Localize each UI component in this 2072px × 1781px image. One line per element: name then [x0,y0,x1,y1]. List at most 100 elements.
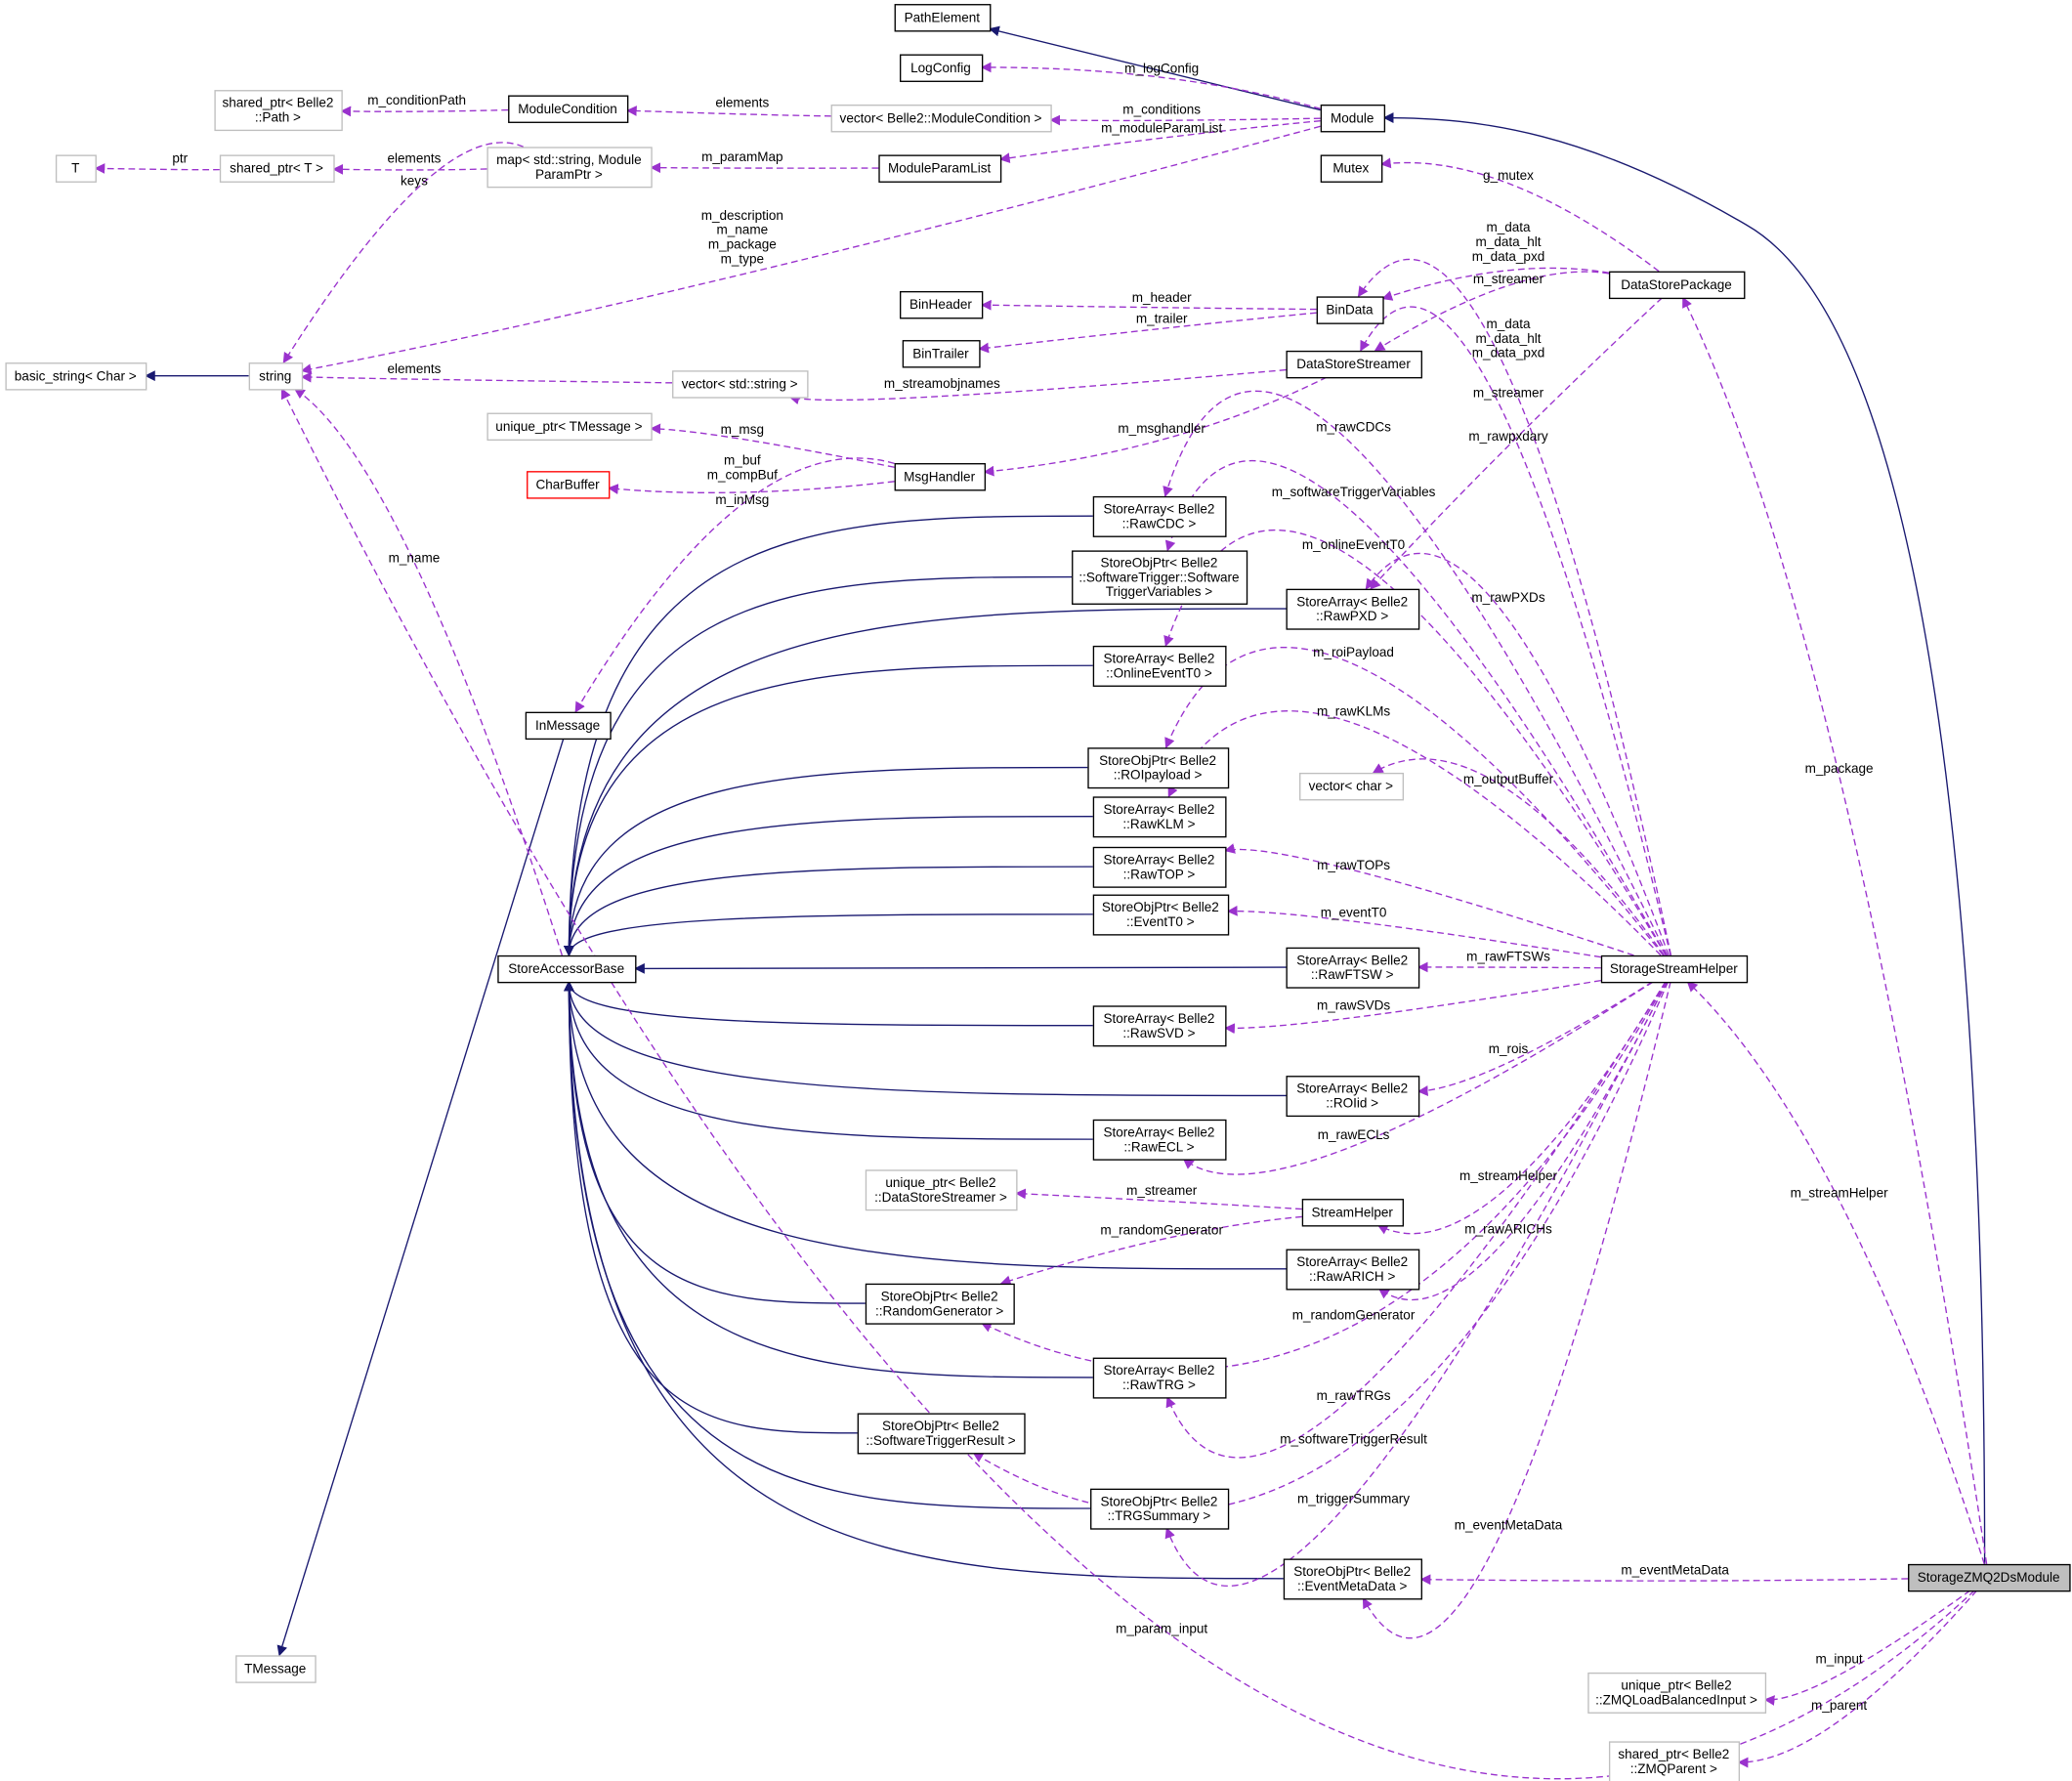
edge-label: m_eventT0 [1321,906,1387,920]
class-node-basic-string[interactable]: basic_string< Char > [5,362,148,391]
class-node-mutex[interactable]: Mutex [1320,154,1383,183]
node-label: StoreArray< Belle2 [1103,802,1214,817]
edge-data-store-package-to-bin-data [1381,267,1610,301]
node-label: StoreArray< Belle2 [1103,502,1214,517]
class-node-raw-trg[interactable]: StoreArray< Belle2::RawTRG > [1092,1357,1227,1399]
class-node-sp-path[interactable]: shared_ptr< Belle2::Path > [214,90,343,132]
edge-label: m_rawSVDs [1317,997,1390,1012]
class-node-module-param-list[interactable]: ModuleParamList [878,154,1002,183]
edge-event-t0-to-store-accessor-base [564,913,1093,956]
edge-storage-stream-helper-to-roipayload [1164,647,1665,956]
node-label: StoreArray< Belle2 [1103,1011,1214,1026]
node-box [235,1655,317,1683]
edge-storage-stream-helper-to-raw-pxd [1365,552,1670,956]
node-box [1286,1076,1420,1118]
node-label: ::ROIpayload > [1114,768,1203,783]
class-node-msg-handler[interactable]: MsgHandler [894,463,987,491]
class-node-vec-char[interactable]: vector< char > [1299,772,1405,801]
class-node-z[interactable]: StorageZMQ2DsModule [1908,1563,2071,1592]
node-label: DataStorePackage [1621,277,1732,292]
class-node-raw-ecl[interactable]: StoreArray< Belle2::RawECL > [1092,1119,1227,1161]
edge-label: m_roiPayload [1313,645,1394,659]
class-node-up-dss[interactable]: unique_ptr< Belle2::DataStoreStreamer > [865,1169,1018,1211]
node-label: StoreObjPtr< Belle2 [1102,900,1219,914]
class-node-string[interactable]: string [248,362,304,391]
edge-storage-stream-helper-to-raw-klm [1167,710,1662,956]
class-node-in-message[interactable]: InMessage [525,711,612,741]
edge-raw-klm-to-store-accessor-base [564,815,1093,956]
class-node-t[interactable]: T [55,154,97,183]
class-node-vec-mod-cond[interactable]: vector< Belle2::ModuleCondition > [830,104,1052,133]
node-label: ParamPtr > [535,167,603,182]
class-node-stresult[interactable]: StoreObjPtr< Belle2::SoftwareTriggerResu… [857,1413,1026,1455]
class-node-event-t0[interactable]: StoreObjPtr< Belle2::EventT0 > [1092,894,1230,936]
class-node-raw-cdc[interactable]: StoreArray< Belle2::RawCDC > [1092,495,1227,537]
class-node-raw-svd[interactable]: StoreArray< Belle2::RawSVD > [1092,1005,1227,1047]
edge-storage-stream-helper-to-raw-cdc [1163,390,1669,956]
class-node-data-store-package[interactable]: DataStorePackage [1608,271,1746,300]
edge-raw-top-to-store-accessor-base [564,866,1093,956]
class-node-roiid[interactable]: StoreArray< Belle2::ROIid > [1286,1076,1420,1118]
edge-random-generator-to-store-accessor-base [563,980,866,1304]
node-box [1299,772,1405,801]
class-node-module-condition[interactable]: ModuleCondition [508,95,629,123]
edge-bin-data-to-bin-header [980,299,1317,311]
class-node-event-meta-data[interactable]: StoreObjPtr< Belle2::EventMetaData > [1283,1558,1422,1600]
class-node-path-element[interactable]: PathElement [894,4,992,32]
class-node-roipayload[interactable]: StoreObjPtr< Belle2::ROIpayload > [1087,747,1230,789]
class-node-tmessage[interactable]: TMessage [235,1655,317,1683]
node-box [1092,495,1227,537]
class-node-vec-string[interactable]: vector< std::string > [672,370,809,399]
node-box [497,954,637,984]
edge-module-to-module-param-list [998,119,1321,164]
class-node-sp-t[interactable]: shared_ptr< T > [219,154,335,183]
node-box [894,4,992,32]
node-label: basic_string< Char > [15,368,137,383]
edge-module-to-string [300,125,1321,375]
edge-online-event-t0-to-store-accessor-base [563,664,1093,956]
class-node-sp-zmqparent[interactable]: shared_ptr< Belle2::ZMQParent > [1608,1741,1741,1781]
class-node-online-event-t0[interactable]: StoreArray< Belle2::OnlineEventT0 > [1092,645,1227,687]
class-node-stvars[interactable]: StoreObjPtr< Belle2::SoftwareTrigger::So… [1072,550,1248,605]
edge-raw-svd-to-store-accessor-base [564,980,1093,1027]
class-node-up-zmq[interactable]: unique_ptr< Belle2::ZMQLoadBalancedInput… [1587,1672,1767,1714]
edge-module-condition-to-sp-path [340,106,509,117]
edge-label: m_rawCDCs [1316,420,1391,435]
class-node-stream-helper[interactable]: StreamHelper [1301,1199,1405,1227]
node-label: BinTrailer [912,346,969,360]
class-node-raw-ftsw[interactable]: StoreArray< Belle2::RawFTSW > [1286,947,1420,989]
class-node-raw-top[interactable]: StoreArray< Belle2::RawTOP > [1092,846,1227,888]
class-node-char-buffer[interactable]: CharBuffer [527,471,611,499]
edge-label: m_rawTOPs [1317,858,1390,872]
node-box [214,90,343,132]
edge-storage-stream-helper-to-bin-data [1357,258,1672,956]
edge-z-to-sp-zmqparent [1737,1590,1978,1768]
class-node-bin-data[interactable]: BinData [1316,296,1384,324]
class-node-bin-header[interactable]: BinHeader [899,290,984,319]
class-node-raw-pxd[interactable]: StoreArray< Belle2::RawPXD > [1286,588,1420,630]
class-node-random-generator[interactable]: StoreObjPtr< Belle2::RandomGenerator > [865,1283,1015,1325]
class-node-up-tmessage[interactable]: unique_ptr< TMessage > [486,412,653,442]
edge-msg-handler-to-up-tmessage [650,423,895,468]
class-node-data-store-streamer[interactable]: DataStoreStreamer [1286,350,1422,379]
class-node-trgsummary[interactable]: StoreObjPtr< Belle2::TRGSummary > [1090,1488,1230,1530]
class-node-store-accessor-base[interactable]: StoreAccessorBase [497,954,637,984]
node-box [1283,1558,1422,1600]
node-label: StoreObjPtr< Belle2 [1100,1494,1217,1508]
class-node-raw-arich[interactable]: StoreArray< Belle2::RawARICH > [1286,1249,1420,1291]
node-label: unique_ptr< TMessage > [495,419,642,434]
edge-label: elements [387,361,441,376]
node-label: ::TRGSummary > [1108,1508,1211,1523]
edge-label: m_rawECLs [1318,1127,1390,1142]
class-node-module[interactable]: Module [1320,104,1386,133]
edge-raw-ecl-to-store-accessor-base [563,980,1093,1140]
class-node-log-config[interactable]: LogConfig [899,54,984,82]
edge-label: m_randomGenerator [1292,1307,1416,1322]
class-node-raw-klm[interactable]: StoreArray< Belle2::RawKLM > [1092,796,1227,838]
node-label: ::RawSVD > [1122,1026,1195,1040]
node-box [1092,846,1227,888]
class-node-bin-trailer[interactable]: BinTrailer [902,340,981,368]
node-label: vector< std::string > [682,377,798,392]
class-node-storage-stream-helper[interactable]: StorageStreamHelper [1600,954,1749,984]
